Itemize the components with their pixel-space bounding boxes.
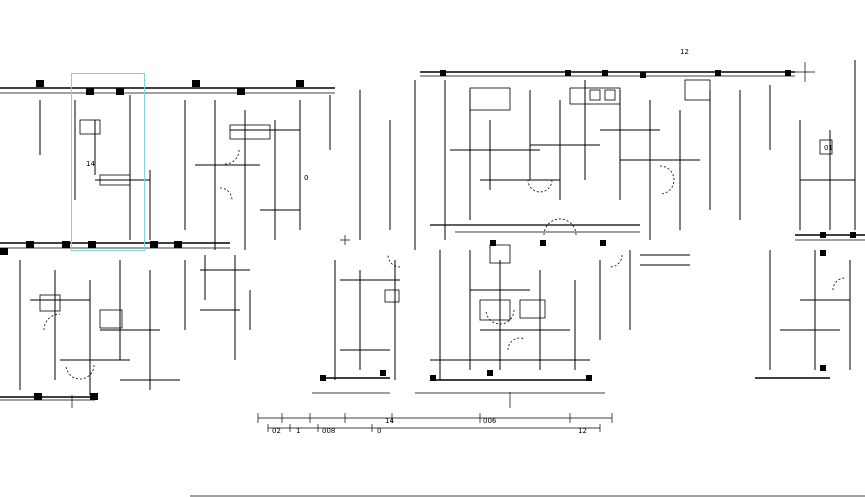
column-marker xyxy=(34,393,42,400)
column-marker xyxy=(490,240,496,246)
column-marker xyxy=(88,241,96,248)
fixture-outline xyxy=(469,87,511,111)
fixture-outline xyxy=(604,89,616,101)
column-marker xyxy=(640,72,646,78)
room-tag-3: 01 xyxy=(824,144,833,152)
column-marker xyxy=(90,393,98,400)
door-swing xyxy=(527,179,553,193)
dimension-lines xyxy=(71,62,865,497)
fixture-outline xyxy=(819,139,833,155)
fixture-symbols xyxy=(39,79,846,380)
fixture-outline xyxy=(99,309,123,329)
fixture-outline xyxy=(79,119,101,135)
dim-label-top: 12 xyxy=(680,48,689,56)
column-marker xyxy=(820,365,826,371)
column-marker xyxy=(850,232,856,238)
column-marker xyxy=(26,241,34,248)
column-marker xyxy=(430,375,436,381)
column-marker xyxy=(565,70,571,76)
door-swing xyxy=(543,218,577,236)
door-swing xyxy=(43,313,61,331)
column-marker xyxy=(62,241,70,248)
column-marker xyxy=(380,370,386,376)
column-marker xyxy=(320,375,326,381)
door-swing xyxy=(387,254,401,268)
column-marker xyxy=(820,250,826,256)
column-marker xyxy=(296,80,304,87)
column-marker xyxy=(440,70,446,76)
door-swing xyxy=(609,254,623,268)
door-swing xyxy=(832,277,846,291)
column-marker xyxy=(487,370,493,376)
fixture-outline xyxy=(39,294,61,312)
dim-label-2: 1 xyxy=(296,427,300,435)
room-tag-1: 14 xyxy=(86,160,95,168)
door-swing xyxy=(219,187,233,201)
dim-label-3: 008 xyxy=(322,427,335,435)
column-marker xyxy=(600,240,606,246)
column-marker xyxy=(785,70,791,76)
column-markers xyxy=(0,70,856,400)
fixture-outline xyxy=(589,89,601,101)
column-marker xyxy=(116,88,124,95)
column-marker xyxy=(540,240,546,246)
door-swing xyxy=(659,165,675,195)
column-marker xyxy=(602,70,608,76)
column-marker xyxy=(86,88,94,95)
dim-label-5: 14 xyxy=(385,417,394,425)
dim-label-4: 0 xyxy=(377,427,381,435)
door-swing xyxy=(485,309,515,325)
fixture-outline xyxy=(684,79,711,101)
selection-rectangle[interactable] xyxy=(71,73,145,251)
fixture-outline xyxy=(479,299,511,321)
room-tag-2: 0 xyxy=(304,174,308,182)
column-marker xyxy=(0,248,8,255)
fixture-outline xyxy=(569,87,621,105)
column-marker xyxy=(237,88,245,95)
dim-label-1: 02 xyxy=(272,427,281,435)
fixture-outline xyxy=(99,174,131,186)
dim-label-6: 006 xyxy=(483,417,497,425)
fixture-outline xyxy=(384,289,400,303)
dim-label-7: 12 xyxy=(578,427,587,435)
column-marker xyxy=(150,241,158,248)
column-marker xyxy=(192,80,200,87)
door-swing xyxy=(507,337,524,351)
door-swing xyxy=(224,149,240,165)
column-marker xyxy=(586,375,592,381)
column-marker xyxy=(174,241,182,248)
fixture-outline xyxy=(489,244,511,264)
fixture-outline xyxy=(519,299,546,319)
door-swing xyxy=(65,364,95,380)
fixture-outline xyxy=(229,124,271,140)
column-marker xyxy=(715,70,721,76)
wall-lines xyxy=(0,60,865,401)
column-marker xyxy=(36,80,44,87)
column-marker xyxy=(820,232,826,238)
